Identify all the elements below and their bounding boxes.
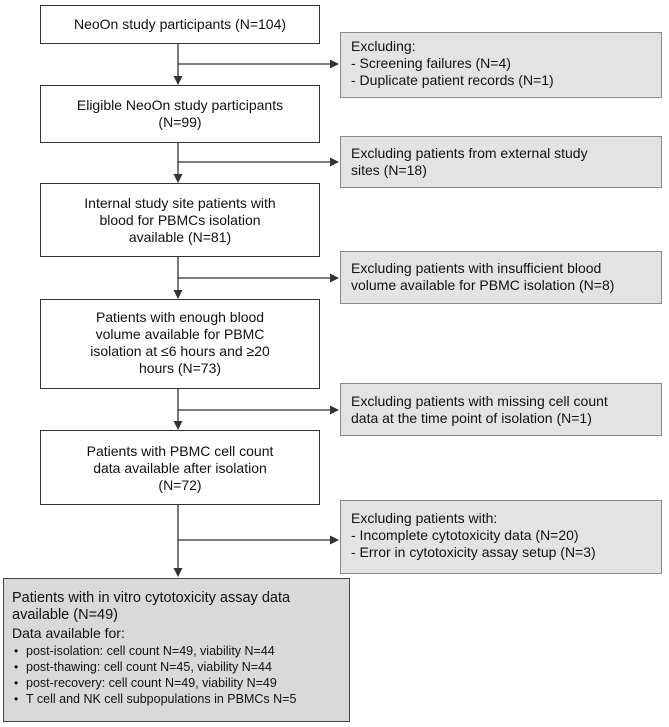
exclusion-box-screening-line-1: Excluding:: [351, 38, 416, 54]
main-box-internal-site-line-2: blood for PBMCs isolation: [99, 212, 261, 228]
main-box-internal-site: Internal study site patients with blood …: [40, 183, 320, 257]
exclusion-box-external-sites: Excluding patients from external study s…: [340, 136, 662, 188]
exclusion-box-insufficient-blood: Excluding patients with insufficient blo…: [340, 251, 662, 304]
main-box-cell-count-line-1: Patients with PBMC cell count: [86, 443, 274, 459]
exclusion-box-missing-count: Excluding patients with missing cell cou…: [340, 383, 662, 436]
main-box-internal-site-line-3: available (N=81): [128, 229, 232, 245]
exclusion-box-screening-line-2: - Screening failures (N=4): [351, 55, 511, 71]
final-box-list: post-isolation: cell count N=49, viabili…: [12, 643, 349, 707]
main-box-enough-blood-line-1: Patients with enough blood: [95, 309, 265, 325]
main-box-enough-blood-line-3: isolation at ≤6 hours and ≥20: [90, 343, 270, 359]
final-box-list-item: post-thawing: cell count N=45, viability…: [12, 659, 349, 675]
exclusion-box-cytotoxicity-line-2: - Incomplete cytotoxicity data (N=20): [351, 527, 579, 543]
final-box-title-line-1: Patients with in vitro cytotoxicity assa…: [12, 590, 291, 606]
exclusion-box-cytotoxicity: Excluding patients with: - Incomplete cy…: [340, 500, 662, 574]
exclusion-box-external-sites-line-1: Excluding patients from external study: [351, 145, 588, 161]
final-box-list-item: post-isolation: cell count N=49, viabili…: [12, 643, 349, 659]
final-box-subtitle: Data available for:: [12, 625, 125, 641]
exclusion-box-missing-count-line-2: data at the time point of isolation (N=1…: [351, 410, 592, 426]
main-box-participants-line-1: NeoOn study participants (N=104): [73, 16, 287, 32]
main-box-cell-count-line-3: (N=72): [158, 477, 202, 493]
final-box-list-item: post-recovery: cell count N=49, viabilit…: [12, 675, 349, 691]
final-box-cytotoxicity-data: Patients with in vitro cytotoxicity assa…: [3, 578, 350, 722]
exclusion-box-external-sites-line-2: sites (N=18): [351, 162, 427, 178]
exclusion-box-cytotoxicity-line-3: - Error in cytotoxicity assay setup (N=3…: [351, 544, 596, 560]
exclusion-box-insufficient-blood-line-1: Excluding patients with insufficient blo…: [351, 260, 602, 276]
main-box-enough-blood: Patients with enough blood volume availa…: [40, 299, 320, 389]
exclusion-box-screening-line-3: - Duplicate patient records (N=1): [351, 72, 554, 88]
main-box-eligible-line-1: Eligible NeoOn study participants: [76, 97, 284, 113]
main-box-internal-site-line-1: Internal study site patients with: [84, 195, 276, 211]
exclusion-box-missing-count-line-1: Excluding patients with missing cell cou…: [351, 393, 608, 409]
final-box-title-line-2: available (N=49): [12, 607, 118, 623]
exclusion-box-screening: Excluding: - Screening failures (N=4) - …: [340, 32, 662, 98]
main-box-cell-count-line-2: data available after isolation: [93, 460, 267, 476]
exclusion-box-insufficient-blood-line-2: volume available for PBMC isolation (N=8…: [351, 277, 615, 293]
main-box-enough-blood-line-4: hours (N=73): [138, 360, 222, 376]
exclusion-box-cytotoxicity-line-1: Excluding patients with:: [351, 510, 498, 526]
main-box-enough-blood-line-2: volume available for PBMC: [95, 326, 265, 342]
main-box-cell-count: Patients with PBMC cell count data avail…: [40, 430, 320, 505]
final-box-list-item: T cell and NK cell subpopulations in PBM…: [12, 691, 349, 707]
main-box-participants: NeoOn study participants (N=104): [40, 5, 320, 44]
main-box-eligible-line-2: (N=99): [158, 114, 202, 130]
main-box-eligible: Eligible NeoOn study participants (N=99): [40, 85, 320, 143]
